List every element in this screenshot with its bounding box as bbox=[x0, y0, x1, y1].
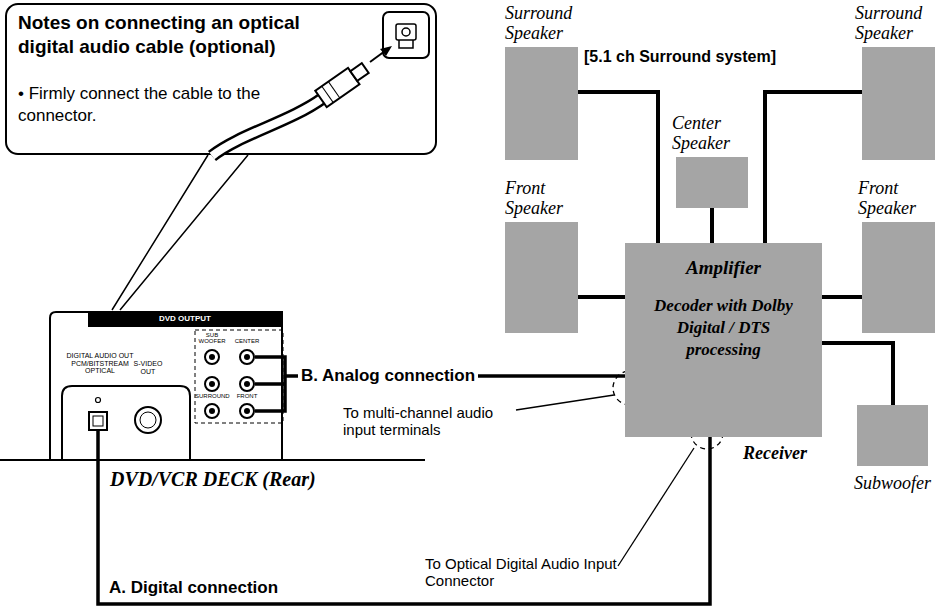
s-video-jack bbox=[140, 412, 156, 428]
jack-label: SUB WOOFER bbox=[197, 332, 227, 345]
optical-plug bbox=[350, 63, 368, 81]
connection-label: B. Analog connection bbox=[298, 366, 478, 386]
dvd-deck: DVD OUTPUTDVD/VCR DECK (Rear) bbox=[50, 310, 282, 460]
rca-jack bbox=[240, 350, 254, 364]
connector-icon bbox=[383, 12, 429, 58]
device-caption: DVD/VCR DECK (Rear) bbox=[110, 468, 410, 491]
rca-jack bbox=[209, 381, 215, 387]
callout-frame bbox=[6, 4, 436, 154]
receiver-label: Receiver bbox=[743, 443, 833, 464]
terminal-note: To Optical Digital Audio Input Connector bbox=[425, 555, 625, 590]
optical-plug bbox=[328, 82, 339, 98]
speaker-wire bbox=[822, 295, 862, 299]
connector-icon bbox=[399, 40, 413, 48]
rca-jack bbox=[205, 350, 219, 364]
optical-cable bbox=[212, 98, 323, 156]
jack-panel bbox=[195, 330, 283, 423]
note-heading: Notes on connecting an optical digital a… bbox=[18, 11, 348, 59]
rca-jacks bbox=[205, 350, 254, 418]
rca-jack bbox=[205, 404, 219, 418]
callout-pointer bbox=[112, 155, 248, 310]
speaker-label: Center Speaker bbox=[672, 114, 762, 154]
s-video-jack bbox=[135, 407, 161, 433]
speaker-wire bbox=[710, 208, 714, 243]
optical-plug bbox=[315, 60, 371, 107]
system-title: [5.1 ch Surround system] bbox=[584, 48, 814, 66]
rca-jack bbox=[244, 408, 250, 414]
terminal-note: To multi-channel audio input terminals bbox=[343, 404, 523, 439]
rca-jack bbox=[209, 354, 215, 360]
jack-label: CENTER bbox=[232, 338, 262, 344]
speaker-box: Center Speaker bbox=[676, 157, 748, 208]
speaker-box: Surround Speaker bbox=[505, 47, 578, 160]
speaker-label: Surround Speaker bbox=[505, 4, 595, 44]
port-label: DIGITAL AUDIO OUT PCM/BITSTREAM OPTICAL bbox=[63, 352, 137, 375]
optical-port bbox=[93, 416, 103, 426]
digital-cable bbox=[98, 430, 710, 604]
speaker-wire bbox=[578, 295, 625, 299]
rca-jack bbox=[205, 377, 219, 391]
jack-label: FRONT bbox=[232, 393, 262, 399]
speaker-label: Surround Speaker bbox=[855, 4, 945, 44]
optical-plug bbox=[322, 86, 333, 102]
rca-jack bbox=[244, 354, 250, 360]
rca-jack bbox=[240, 404, 254, 418]
output-band bbox=[88, 313, 282, 327]
speaker-label: Front Speaker bbox=[505, 179, 595, 219]
amplifier-title: Amplifier bbox=[625, 257, 822, 279]
rca-jack bbox=[244, 381, 250, 387]
note-body: • Firmly connect the cable to the connec… bbox=[18, 83, 318, 127]
note-callout: Notes on connecting an optical digital a… bbox=[5, 3, 437, 155]
subwoofer-box: Subwoofer bbox=[857, 405, 928, 466]
optical-port bbox=[89, 412, 107, 430]
insert-arrow bbox=[380, 46, 392, 56]
leader-line bbox=[618, 448, 694, 566]
connector-icon bbox=[396, 24, 416, 40]
connection-label: A. Digital connection bbox=[106, 578, 281, 598]
speaker-label: Front Speaker bbox=[858, 179, 948, 219]
connector-icon bbox=[402, 28, 410, 36]
speaker-wire bbox=[765, 92, 862, 243]
speaker-label: Subwoofer bbox=[846, 474, 939, 494]
receiver-box: AmplifierDecoder with Dolby Digital / DT… bbox=[625, 243, 822, 437]
indicator-dot bbox=[96, 398, 101, 403]
rca-jack bbox=[209, 408, 215, 414]
decoder-text: Decoder with Dolby Digital / DTS process… bbox=[653, 295, 794, 361]
speaker-box: Front Speaker bbox=[862, 222, 935, 333]
panel-heading: DVD OUTPUT bbox=[88, 315, 282, 323]
speaker-box: Surround Speaker bbox=[862, 47, 935, 160]
speaker-wire bbox=[578, 92, 658, 243]
speaker-box: Front Speaker bbox=[505, 222, 578, 333]
leader-line bbox=[516, 395, 614, 410]
optical-cable bbox=[212, 98, 323, 156]
insert-arrow bbox=[370, 51, 385, 62]
jack-label: SURROUND bbox=[195, 393, 229, 399]
rca-jack bbox=[240, 377, 254, 391]
port-label: S-VIDEO OUT bbox=[126, 360, 170, 375]
deck-recess bbox=[62, 386, 190, 460]
cable-bracket bbox=[255, 357, 285, 411]
speaker-wire bbox=[822, 343, 893, 405]
